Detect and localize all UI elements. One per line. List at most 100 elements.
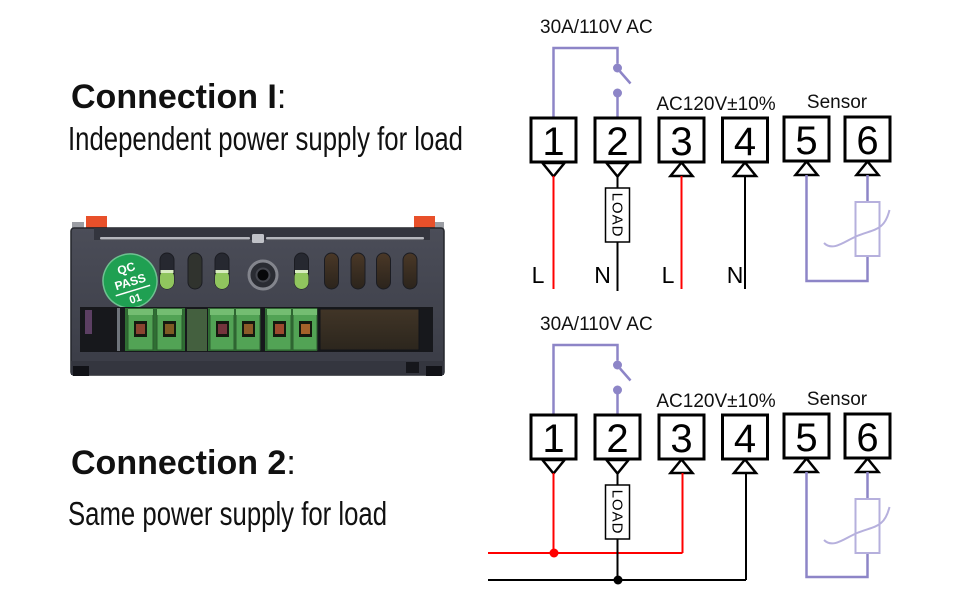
sticker-circle [102,253,158,309]
sensor-squiggle [823,506,891,545]
module-bevel [236,309,260,315]
connection2-subtitle: Same power supply for load [68,495,388,532]
vent-slot-green-glow [215,270,229,289]
load-label: LOAD [609,490,626,535]
sensor-wire-loop [805,175,869,283]
terminal-number-5: 5 [795,119,817,163]
power-rating-label: 30A/110V AC [540,314,653,335]
sensor-squiggle [823,209,891,248]
relay-wire [552,343,632,415]
rail-highlight-right [266,237,424,240]
relay-wire-path [552,46,619,118]
terminal-number-4: 4 [734,417,756,461]
terminal-number-3: 3 [670,120,692,164]
bottom-notch-square [406,362,419,373]
switch-contact-top [613,360,622,370]
bottom-notch-right [426,366,442,376]
terminal-arrows [539,159,882,179]
terminal-box-1 [529,116,578,164]
screw-head [244,324,253,334]
vent-slots-right [294,252,418,290]
sticker-line1: QC [116,259,138,278]
screw-head [136,324,145,334]
terminal-box-5 [782,412,831,460]
arrow-up-6 [853,456,882,474]
arrow-up-4 [731,457,759,475]
vent-slot [402,252,418,290]
terminal-number-6: 6 [856,119,878,163]
controller-back-panel-photo: QC PASS 01 [70,216,445,376]
arrow-up-3 [667,457,696,475]
terminal-box-6 [843,412,892,460]
qc-pass-sticker: QC PASS 01 [102,253,158,309]
connection1-subtitle: Independent power supply for load [68,120,463,157]
connection1-colon: : [276,78,287,116]
terminal-number-2: 2 [606,120,628,164]
vent-slot-green-edge [215,270,229,273]
recess-purple-glint [85,310,92,334]
terminal-number-3: 3 [670,417,692,461]
screw-head [218,324,227,334]
terminal-box-2 [593,116,642,164]
arrow-up-5 [792,159,821,177]
live-junction-dot [549,548,559,558]
connection1-title: Connection I [71,78,277,116]
terminal-box-5 [782,115,831,163]
terminal-row: 1 2 3 4 5 6 [529,115,892,164]
switch-blade [619,70,632,85]
module-bevel [128,309,153,315]
right-corner-tab [432,222,444,232]
connection2-title: Connection 2 [71,444,287,482]
terminal-block-3 [265,308,318,351]
supply-voltage-label: AC120V±10% [656,94,775,115]
terminal-arrows [539,456,882,476]
wire-label-N1: N [594,262,611,288]
sticker-line3: 01 [128,292,143,307]
terminal-number-4: 4 [734,120,756,164]
buzzer-hole [255,267,271,283]
switch-blade [619,367,632,382]
terminal-number-1: 1 [542,120,564,164]
relay-wire-path [552,343,619,415]
connection1-wiring-diagram: 30A/110V AC AC120V±10% Sensor 1 2 3 4 5 … [529,17,892,291]
load-box [604,187,631,243]
vent-slot [350,252,366,290]
supply-voltage-label: AC120V±10% [656,391,775,412]
neutral-junction-dot [613,575,623,585]
arrow-up-3 [667,160,696,178]
switch-contact-bottom [613,88,622,98]
screw-head [165,324,174,334]
sensor-wire-loop [805,472,869,579]
arrow-up-5 [792,456,821,474]
terminal-box-1 [529,413,578,461]
vent-slot-green-glow [160,270,174,289]
terminal-row: 1 2 3 4 5 6 [529,412,892,461]
wire-label-L1: L [532,262,545,288]
vent-slot-green-edge [295,270,308,273]
arrow-down-1 [539,161,568,179]
switch-contact-bottom [613,385,622,395]
wire-label-N2: N [727,262,744,288]
bottom-notch-left [73,366,89,376]
screw-head [301,324,310,334]
sticker-divider-line [115,284,151,297]
terminal-green-spacer [187,309,207,351]
terminal-box-4 [721,116,769,164]
load-label: LOAD [609,193,626,238]
terminal-block-2 [208,308,261,351]
connection2-colon: : [286,444,296,482]
sensor-label: Sensor [807,92,868,113]
vent-slot-green-glow [294,270,309,289]
rail-highlight-left [100,237,250,240]
module-bevel [210,309,234,315]
terminal-number-6: 6 [856,416,878,460]
vent-slot-green-edge [160,270,174,273]
screw-head [275,324,284,334]
arrow-down-1 [539,458,568,476]
module-bevel [157,309,182,315]
terminal-number-5: 5 [795,416,817,460]
module-bevel [267,309,291,315]
left-corner-tab [72,222,84,232]
load-box [604,484,631,540]
